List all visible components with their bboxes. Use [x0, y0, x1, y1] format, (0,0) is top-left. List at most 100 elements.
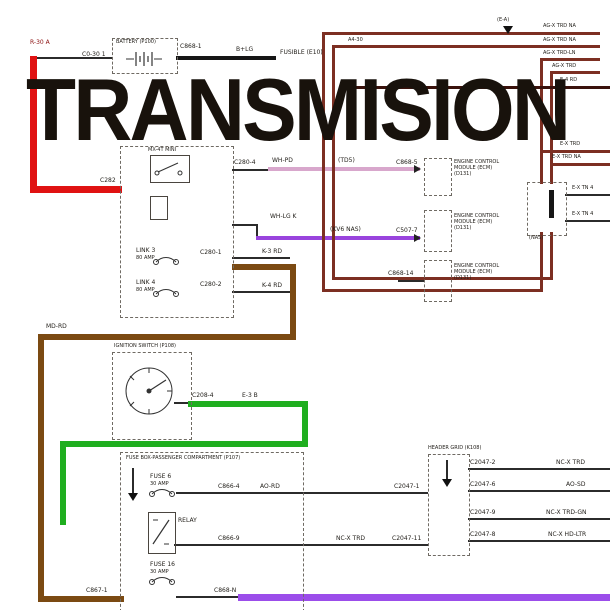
- battery-output-wire-black: [176, 56, 276, 60]
- maroon-left-conn-label: A4-30: [348, 37, 363, 43]
- green-wire-h1: [188, 401, 308, 407]
- link4-fuse-icon: [153, 289, 179, 297]
- maroon-arrow-label: (E-A): [497, 17, 510, 23]
- ignition-switch-icon: [125, 367, 173, 415]
- maroon-label-2: AG-X TRD NA: [543, 37, 576, 43]
- brown-wire-h1: [232, 264, 296, 270]
- brown-wire-v1: [290, 264, 296, 338]
- grid-row4-conn-label: C2047-8: [470, 531, 496, 538]
- td5-wire-pink: [268, 167, 420, 171]
- violet-output-wire: [238, 594, 610, 601]
- td5-note-label: (TD5): [338, 157, 355, 164]
- green-wire-h2: [60, 441, 308, 447]
- ignition-wire-label: E-3 B: [242, 392, 258, 399]
- dark-wire-label: E-4 RD: [560, 77, 578, 83]
- td5-row-lead: [232, 169, 268, 171]
- kv6-row-lead: [232, 224, 258, 226]
- maroon-junction-arrow-icon: [503, 26, 513, 34]
- kv6-wire-purple: [256, 236, 420, 240]
- fusebox-relay-icon: [152, 519, 170, 545]
- row1-conn-b-label: C2047-1: [394, 483, 420, 490]
- row2-conn-b-label: C2047-11: [392, 535, 422, 542]
- row1-conn-a-label: C866-4: [218, 483, 240, 490]
- fusebox-row1-wire: [176, 492, 428, 494]
- row1-wire-label: AO-RD: [260, 483, 280, 490]
- battery-wire-in-label: R-30 A: [30, 39, 50, 46]
- ecm-module-box-3: [424, 260, 452, 302]
- grid-row3-wire-label: NC-X TRD-GN: [546, 509, 587, 516]
- green-wire-v2: [60, 441, 66, 525]
- td5-wire-label: WH-PD: [272, 157, 293, 164]
- maroon-wire-v3: [540, 58, 543, 184]
- engine-fusebox-terminal-box: [150, 196, 168, 220]
- maroon-wire-h6: [332, 277, 553, 280]
- fusebox-relay-label: RELAY: [178, 517, 197, 524]
- row2-wire-label: NC-X TRD: [336, 535, 366, 542]
- battery-conn-right-label: C868-1: [180, 43, 202, 50]
- header-grid-feed-arrow-icon: [442, 479, 452, 487]
- fuse16-amp-label: 30 AMP: [150, 569, 169, 575]
- red-corner-conn-label: C282: [100, 177, 116, 184]
- engine-relay-box: [150, 155, 190, 183]
- nas-black-bar: [549, 190, 554, 218]
- red-feed-wire-horizontal: [30, 186, 122, 193]
- ecm-module-box-2: [424, 210, 452, 252]
- battery-dest-label: FUSIBLE (E10): [280, 49, 323, 56]
- maroon-wire-v1: [322, 32, 325, 292]
- fuse16-name-label: FUSE 16: [150, 561, 175, 568]
- red-feed-wire-vertical: [30, 56, 37, 192]
- link3-fuse-icon: [153, 257, 179, 265]
- passenger-fusebox-title: FUSE BOX-PASSENGER COMPARTMENT (P107): [126, 455, 241, 461]
- maroon-stub-1: [540, 150, 610, 153]
- kv6-arrow-icon: [414, 234, 421, 242]
- header-grid-row3-wire: [468, 518, 610, 520]
- nas-out-2-lead: [565, 220, 610, 222]
- nas-out-2-label: E-X TN 4: [572, 211, 594, 217]
- link3-output-lead: [232, 257, 290, 259]
- page-title: TRANSMISION: [26, 60, 571, 159]
- header-grid-feed-line: [446, 460, 448, 480]
- grid-row2-wire-label: AO-SD: [566, 481, 586, 488]
- fuse6-name-label: FUSE 6: [150, 473, 172, 480]
- grid-row1-conn-label: C2047-2: [470, 459, 496, 466]
- grid-row2-conn-label: C2047-6: [470, 481, 496, 488]
- ecm-module-2-conn: C507-7: [396, 227, 418, 234]
- maroon-wire-h4: [550, 71, 600, 74]
- maroon-stub-2-label: E-X TRD NA: [552, 154, 581, 160]
- header-grid-title: HEADER GRID (K108): [428, 445, 482, 451]
- maroon-label-1: AG-X TRD NA: [543, 23, 576, 29]
- passenger-fusebox-box: [120, 452, 304, 610]
- maroon-wire-v7: [540, 232, 543, 292]
- nas-connector-box: [527, 182, 567, 236]
- row3-entry-label: C867-1: [86, 587, 108, 594]
- link3-name-label: LINK 3: [136, 247, 156, 254]
- header-grid-row2-wire: [468, 490, 610, 492]
- link3-amp-label: 80 AMP: [136, 255, 155, 261]
- brown-wire-h2: [38, 334, 296, 340]
- fusebox-feed-arrow-icon: [128, 493, 138, 501]
- header-grid-row1-wire: [468, 468, 610, 470]
- link4-wire-label: K-4 RD: [262, 282, 282, 289]
- grid-row1-wire-label: NC-X TRD: [556, 459, 586, 466]
- ecm-module-3-conn: C868-14: [388, 270, 414, 277]
- fusebox-row2-wire: [174, 544, 428, 546]
- maroon-label-4: AG-X TRD: [552, 63, 577, 69]
- link4-name-label: LINK 4: [136, 279, 156, 286]
- header-grid-box: [428, 454, 470, 556]
- nas-box-label: (NAS): [529, 235, 544, 241]
- ecm-module-box-1: [424, 158, 452, 196]
- ecm-module-3-lead: [398, 280, 424, 282]
- grid-row3-conn-label: C2047-9: [470, 509, 496, 516]
- maroon-stub-2: [550, 163, 610, 166]
- engine-fusebox-box: [120, 146, 234, 318]
- fusebox-row3-wire: [176, 596, 240, 598]
- battery-conn-left-label: C0-30 1: [82, 51, 106, 58]
- link4-output-lead: [232, 291, 290, 293]
- maroon-wire-h5: [322, 289, 543, 292]
- row2-conn-a-label: C866-9: [218, 535, 240, 542]
- fusebox-relay-box: [148, 512, 176, 554]
- green-wire-v1: [302, 401, 308, 445]
- brown-wire-v2: [38, 334, 44, 600]
- td5-arrow-icon: [414, 165, 421, 173]
